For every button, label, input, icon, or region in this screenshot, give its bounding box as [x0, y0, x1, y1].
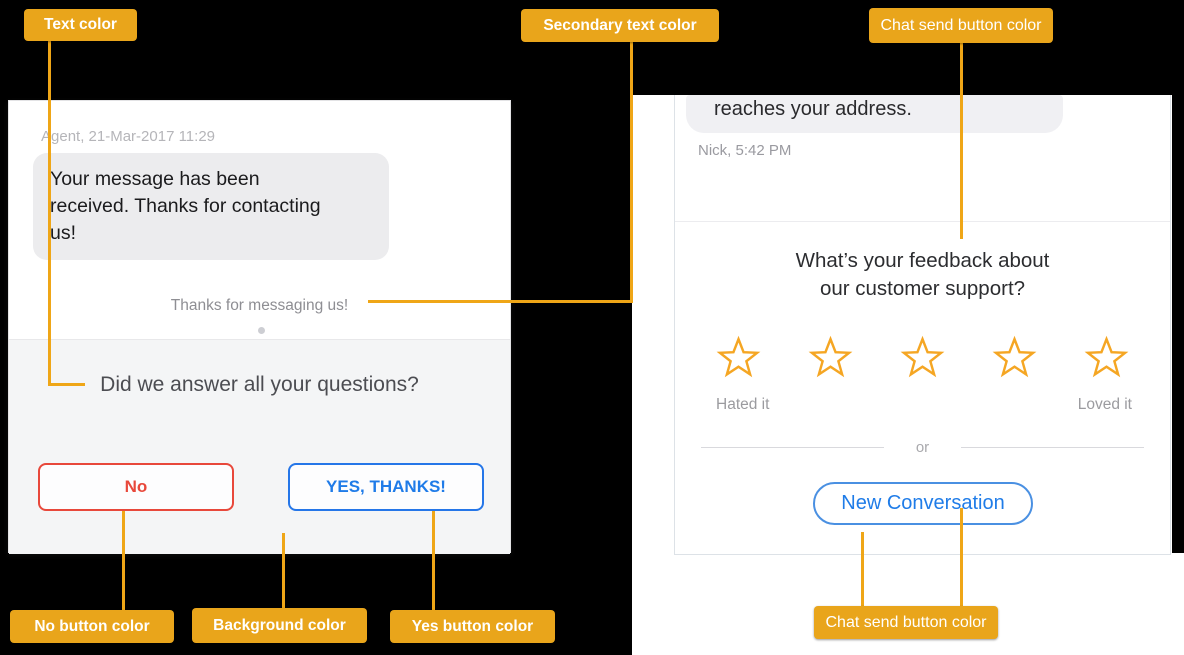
- scroll-indicator-dot: [258, 327, 265, 334]
- rating-low-label: Hated it: [716, 396, 770, 413]
- survey-question: Did we answer all your questions?: [100, 373, 419, 396]
- label-secondary-text-color: Secondary text color: [521, 9, 719, 42]
- annotation-line-send-bottom-right: [960, 508, 963, 606]
- secondary-status-text: Thanks for messaging us!: [170, 297, 349, 314]
- visitor-message-bubble: reaches your address.: [686, 95, 1063, 133]
- chat-window-left: Agent, 21-Mar-2017 11:29 Your message ha…: [8, 100, 511, 554]
- star-icon[interactable]: [899, 335, 946, 380]
- or-text: or: [915, 439, 930, 456]
- star-icon[interactable]: [991, 335, 1038, 380]
- rating-high-label: Loved it: [1077, 396, 1132, 413]
- agent-timestamp: Agent, 21-Mar-2017 11:29: [41, 128, 216, 145]
- feedback-question-line: What’s your feedback about: [795, 249, 1050, 272]
- or-divider: or: [701, 439, 1144, 456]
- annotation-line-no-button: [122, 511, 125, 610]
- chat-window-right: reaches your address. Nick, 5:42 PM What…: [674, 95, 1171, 555]
- message-line: Your message has been: [50, 168, 260, 190]
- feedback-question-line: our customer support?: [819, 277, 1026, 300]
- feedback-question: What’s your feedback about our customer …: [675, 247, 1170, 303]
- right-screenshot-backdrop-bottom: [632, 553, 1184, 655]
- section-divider: [675, 221, 1170, 222]
- message-line: received. Thanks for contacting: [50, 195, 321, 217]
- yes-thanks-button[interactable]: YES, THANKS!: [288, 463, 484, 511]
- label-background-color: Background color: [192, 608, 367, 643]
- label-chat-send-button-color-bottom: Chat send button color: [814, 606, 998, 639]
- label-chat-send-button-color-top: Chat send button color: [869, 8, 1053, 43]
- label-text-color: Text color: [24, 9, 137, 41]
- agent-message-bubble: Your message has been received. Thanks f…: [33, 153, 389, 260]
- annotation-line-text-color-horizontal: [48, 383, 85, 386]
- star-icon[interactable]: [807, 335, 854, 380]
- survey-section: Did we answer all your questions? No YES…: [9, 339, 510, 554]
- star-icon[interactable]: [1083, 335, 1130, 380]
- message-line: us!: [50, 222, 77, 244]
- visitor-timestamp: Nick, 5:42 PM: [698, 142, 792, 159]
- label-yes-button-color: Yes button color: [390, 610, 555, 643]
- annotation-line-send-top: [960, 42, 963, 239]
- star-rating: [675, 335, 1170, 380]
- divider-line: [701, 447, 884, 448]
- no-button[interactable]: No: [38, 463, 234, 511]
- annotation-line-secondary-horizontal: [368, 300, 633, 303]
- new-conversation-button[interactable]: New Conversation: [813, 482, 1033, 525]
- annotation-line-send-bottom-left: [861, 532, 864, 606]
- message-text: reaches your address.: [714, 98, 912, 120]
- label-no-button-color: No button color: [10, 610, 174, 643]
- star-icon[interactable]: [715, 335, 762, 380]
- annotation-line-text-color-vertical: [48, 41, 51, 386]
- annotation-line-background: [282, 533, 285, 610]
- annotation-line-yes-button: [432, 511, 435, 610]
- annotation-line-secondary-vertical: [630, 42, 633, 303]
- divider-line: [961, 447, 1144, 448]
